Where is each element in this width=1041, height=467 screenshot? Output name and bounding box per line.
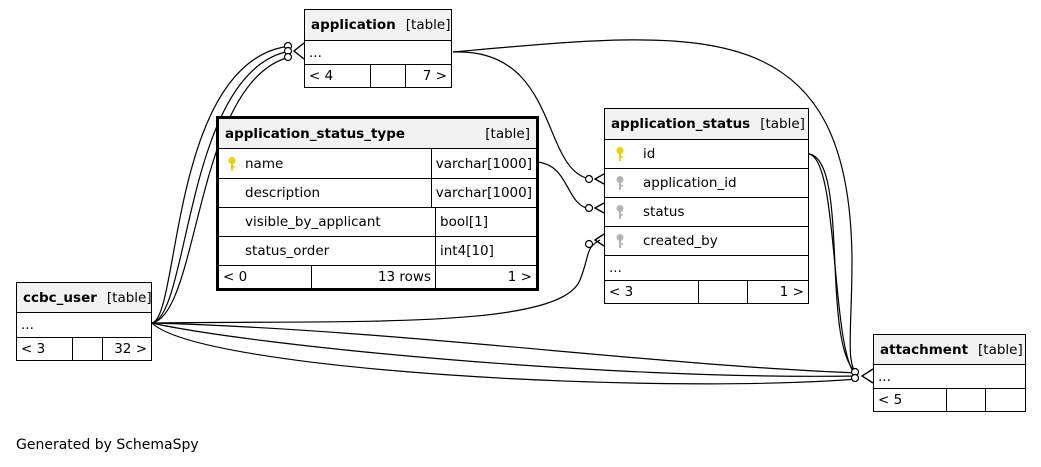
children-count[interactable]: 32 > [102, 338, 151, 360]
row-count [946, 389, 985, 411]
column-type: int4[10] [435, 237, 536, 265]
generated-by-footer: Generated by SchemaSpy [16, 437, 199, 453]
parents-count[interactable]: < 5 [878, 392, 903, 408]
edge-ccbc-user-application-1 [151, 45, 291, 324]
table-body: ... [874, 365, 1025, 389]
column-type: varchar[1000] [430, 149, 536, 178]
edge-application-attachment [452, 39, 859, 376]
table-header: application_status_type [table] [219, 119, 536, 149]
foreign-key-icon [611, 233, 629, 249]
children-count[interactable]: 7 > [405, 65, 451, 87]
edge-ccbc-user-attachment-2 [151, 322, 859, 377]
body-ellipsis: ... [609, 260, 622, 276]
column-row[interactable]: description varchar[1000] [219, 179, 536, 208]
table-header: attachment [table] [874, 335, 1025, 365]
table-application-status[interactable]: application_status [table] id applicatio… [604, 108, 809, 304]
primary-key-icon [611, 146, 629, 162]
crowfoot-marker [593, 202, 605, 214]
column-name: created_by [643, 233, 718, 249]
table-tag: [table] [405, 17, 451, 33]
table-header: application [table] [305, 10, 451, 41]
edge-ccbc-user-application-3 [151, 56, 291, 324]
edge-ccbc-user-attachment-1 [151, 322, 859, 374]
parents-count[interactable]: < 0 [223, 269, 248, 285]
edge-status-attachment-2 [808, 153, 859, 378]
table-footer: < 5 [874, 389, 1025, 411]
column-row[interactable]: application_id [605, 169, 808, 198]
column-row[interactable]: status [605, 198, 808, 227]
crowfoot-marker [292, 42, 305, 60]
column-row[interactable]: name varchar[1000] [219, 149, 536, 179]
table-body: ... [605, 256, 808, 281]
column-row[interactable]: status_order int4[10] [219, 237, 536, 266]
table-attachment[interactable]: attachment [table] ... < 5 [873, 334, 1026, 412]
edge-ccbc-user-created-by [151, 239, 601, 324]
foreign-key-icon [611, 175, 629, 191]
table-tag: [table] [485, 125, 530, 142]
table-name: application_status [611, 116, 751, 132]
table-footer: < 4 7 > [305, 65, 451, 87]
optional-marker [584, 174, 594, 184]
table-name: attachment [880, 341, 969, 358]
optional-marker [584, 203, 594, 213]
table-ccbc-user[interactable]: ccbc_user [table] ... < 3 32 > [16, 282, 152, 361]
table-application[interactable]: application [table] ... < 4 7 > [304, 9, 452, 88]
column-name: id [643, 146, 656, 162]
crowfoot-marker [860, 368, 874, 384]
children-count[interactable]: 1 > [747, 281, 808, 303]
table-header: ccbc_user [table] [17, 283, 152, 313]
parents-count[interactable]: < 4 [309, 68, 334, 84]
primary-key-icon [223, 156, 241, 172]
table-application-status-type[interactable]: application_status_type [table] name var… [216, 116, 539, 291]
optional-marker [584, 239, 594, 249]
column-name: name [245, 155, 284, 172]
column-row[interactable]: created_by [605, 227, 808, 256]
table-header: application_status [table] [605, 109, 808, 140]
optional-marker [850, 373, 860, 383]
table-name: application_status_type [225, 125, 406, 142]
table-footer: < 3 1 > [605, 281, 808, 303]
edge-status-type-status [536, 161, 591, 210]
body-ellipsis: ... [309, 44, 322, 61]
table-body: ... [17, 313, 151, 338]
optional-marker [283, 52, 293, 62]
column-type: varchar[1000] [430, 179, 536, 207]
column-name: status [643, 204, 685, 220]
column-row[interactable]: id [605, 140, 808, 169]
row-count [72, 338, 102, 360]
column-name: application_id [643, 175, 737, 191]
row-count [698, 281, 747, 303]
table-name: application [311, 17, 396, 33]
parents-count[interactable]: < 3 [21, 341, 46, 357]
column-name: description [245, 185, 321, 201]
column-type: bool[1] [435, 208, 536, 236]
crowfoot-marker [593, 233, 605, 247]
table-footer: < 3 32 > [17, 338, 151, 360]
children-count[interactable] [985, 389, 1025, 411]
foreign-key-icon [611, 204, 629, 220]
table-body: ... [305, 41, 451, 65]
row-count [370, 65, 405, 87]
column-row[interactable]: visible_by_applicant bool[1] [219, 208, 536, 237]
parents-count[interactable]: < 3 [609, 284, 634, 300]
column-name: status_order [245, 243, 330, 259]
body-ellipsis: ... [21, 317, 34, 333]
column-name: visible_by_applicant [245, 214, 381, 230]
children-count[interactable]: 1 > [435, 266, 536, 288]
table-footer: < 0 13 rows 1 > [219, 266, 536, 288]
edge-ccbc-user-application-2 [151, 50, 291, 324]
crowfoot-marker [593, 173, 605, 185]
table-name: ccbc_user [23, 289, 97, 306]
table-tag: [table] [978, 341, 1023, 358]
body-ellipsis: ... [878, 368, 891, 385]
table-tag: [table] [106, 289, 152, 306]
row-count: 13 rows [311, 266, 435, 288]
edge-ccbc-user-attachment-3 [151, 322, 859, 385]
table-tag: [table] [760, 116, 805, 132]
edge-application-application-id [452, 51, 591, 180]
